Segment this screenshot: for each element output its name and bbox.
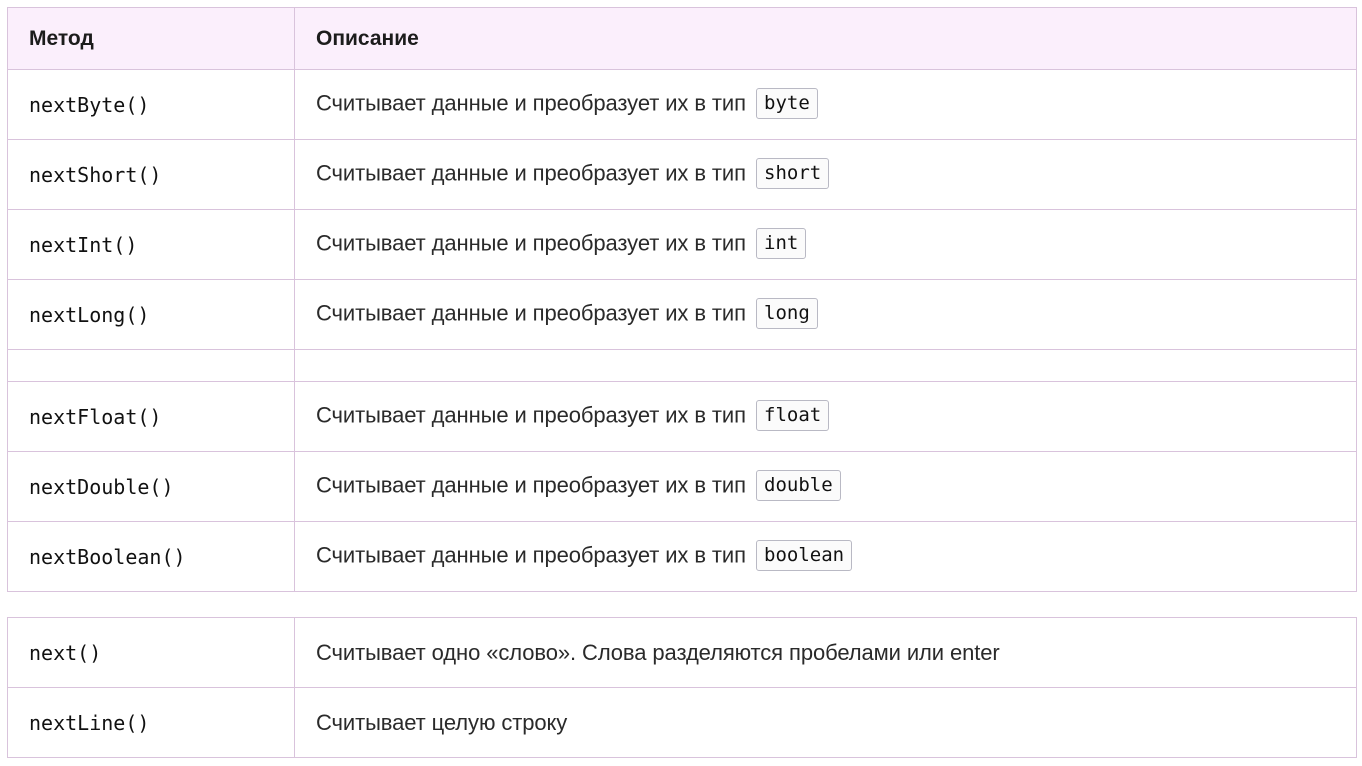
table-row: nextLine() Считывает целую строку: [7, 687, 1357, 758]
description-text: Считывает данные и преобразует их в тип: [316, 542, 746, 568]
table-row: nextShort() Считывает данные и преобразу…: [7, 139, 1357, 210]
description-cell: Считывает данные и преобразует их в тип …: [294, 521, 1357, 592]
type-code: byte: [756, 88, 818, 119]
description-cell: Считывает данные и преобразует их в тип …: [294, 139, 1357, 210]
empty-cell: [294, 349, 1357, 382]
method-cell: nextShort(): [7, 139, 295, 210]
description-text: Считывает данные и преобразует их в тип: [316, 472, 746, 498]
scanner-methods-table: Метод Описание nextByte() Считывает данн…: [7, 7, 1357, 592]
description-text: Считывает данные и преобразует их в тип: [316, 160, 746, 186]
description-cell: Считывает данные и преобразует их в тип …: [294, 279, 1357, 350]
empty-cell: [7, 349, 295, 382]
type-code: short: [756, 158, 830, 189]
description-cell: Считывает одно «слово». Слова разделяютс…: [294, 617, 1357, 688]
empty-row: [7, 349, 1357, 382]
description-text: Считывает данные и преобразует их в тип: [316, 90, 746, 116]
column-header-method: Метод: [7, 7, 295, 70]
table-row: nextBoolean() Считывает данные и преобра…: [7, 521, 1357, 592]
table-header-row: Метод Описание: [7, 7, 1357, 70]
description-text: Считывает данные и преобразует их в тип: [316, 300, 746, 326]
description-text: Считывает данные и преобразует их в тип: [316, 230, 746, 256]
description-cell: Считывает данные и преобразует их в тип …: [294, 451, 1357, 522]
table-row: nextLong() Считывает данные и преобразуе…: [7, 279, 1357, 350]
type-code: boolean: [756, 540, 853, 571]
description-cell: Считывает данные и преобразует их в тип …: [294, 69, 1357, 140]
method-cell: nextLong(): [7, 279, 295, 350]
type-code: int: [756, 228, 807, 259]
description-cell: Считывает данные и преобразует их в тип …: [294, 381, 1357, 452]
table-row: next() Считывает одно «слово». Слова раз…: [7, 617, 1357, 688]
type-code: long: [756, 298, 818, 329]
table-row: nextByte() Считывает данные и преобразуе…: [7, 69, 1357, 140]
description-cell: Считывает целую строку: [294, 687, 1357, 758]
method-cell: nextBoolean(): [7, 521, 295, 592]
table-row: nextFloat() Считывает данные и преобразу…: [7, 381, 1357, 452]
table-row: nextDouble() Считывает данные и преобраз…: [7, 451, 1357, 522]
type-code: double: [756, 470, 841, 501]
method-cell: nextDouble(): [7, 451, 295, 522]
method-cell: next(): [7, 617, 295, 688]
description-text: Считывает данные и преобразует их в тип: [316, 402, 746, 428]
method-cell: nextByte(): [7, 69, 295, 140]
description-cell: Считывает данные и преобразует их в тип …: [294, 209, 1357, 280]
description-text: Считывает одно «слово». Слова разделяютс…: [316, 639, 1000, 665]
scanner-string-methods-table: next() Считывает одно «слово». Слова раз…: [7, 617, 1357, 758]
description-text: Считывает целую строку: [316, 709, 568, 735]
method-cell: nextFloat(): [7, 381, 295, 452]
method-cell: nextInt(): [7, 209, 295, 280]
column-header-description: Описание: [294, 7, 1357, 70]
type-code: float: [756, 400, 830, 431]
method-cell: nextLine(): [7, 687, 295, 758]
table-row: nextInt() Считывает данные и преобразует…: [7, 209, 1357, 280]
